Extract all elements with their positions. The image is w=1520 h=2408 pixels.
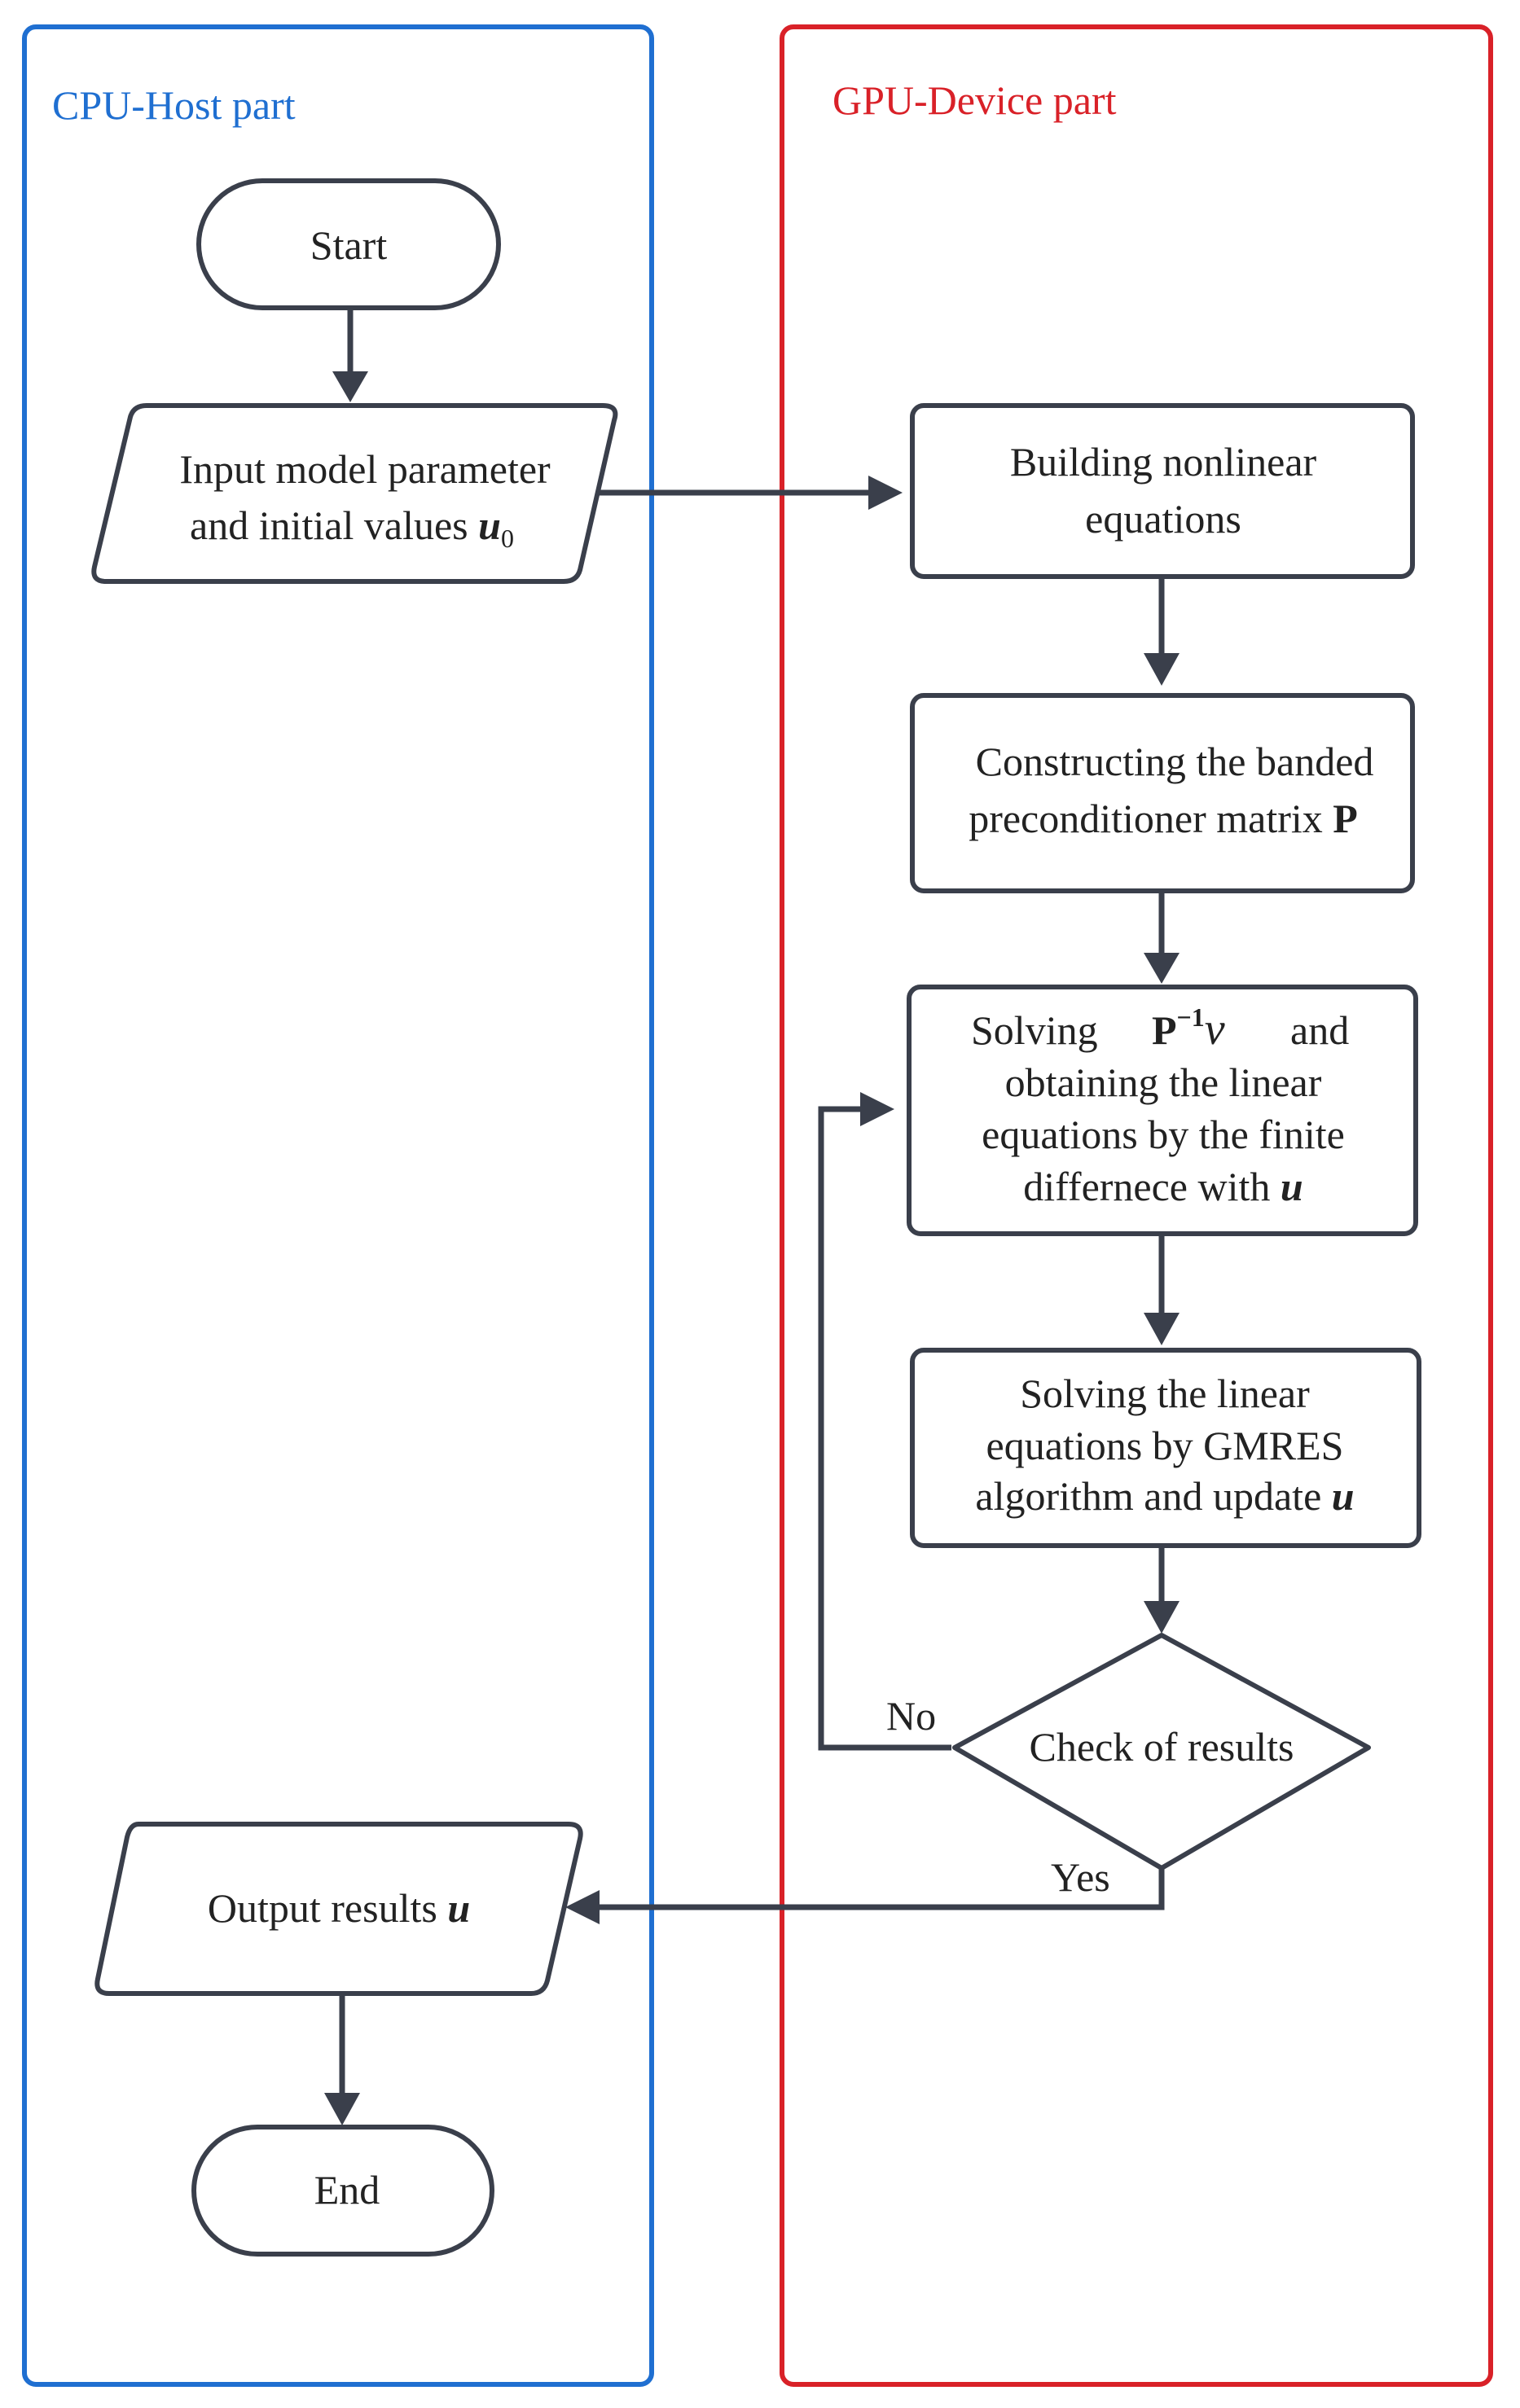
build-node bbox=[910, 403, 1415, 579]
check-node bbox=[952, 1633, 1371, 1871]
end-node bbox=[191, 2125, 494, 2257]
cpu-lane-title: CPU-Host part bbox=[52, 82, 296, 128]
cpu-lane bbox=[22, 24, 654, 2387]
start-label: Start bbox=[310, 222, 388, 268]
check-label: Check of results bbox=[1030, 1724, 1294, 1770]
solve-p-node bbox=[907, 985, 1418, 1236]
arrowhead-yes-output bbox=[565, 1890, 600, 1924]
gmres-label-line1: Solving the linear bbox=[1020, 1371, 1310, 1416]
no-label: No bbox=[886, 1693, 936, 1739]
output-label: Output results u bbox=[208, 1885, 470, 1931]
arrowheads bbox=[324, 371, 1180, 2125]
solve-p-label-line3: equations by the finite bbox=[982, 1112, 1345, 1157]
end-label: End bbox=[314, 2167, 380, 2213]
precond-label-line2: preconditioner matrix P bbox=[969, 796, 1358, 841]
arrowhead-input-build bbox=[868, 476, 903, 510]
gmres-label-line2: equations by GMRES bbox=[986, 1423, 1344, 1468]
edge-check-no-loop bbox=[818, 1106, 951, 1751]
gmres-label-line3: algorithm and update u bbox=[975, 1473, 1354, 1519]
arrowhead-gmres-check bbox=[1144, 1601, 1180, 1634]
yes-label: Yes bbox=[1051, 1854, 1110, 1900]
solve-p-label-line4: differnece with u bbox=[1023, 1164, 1303, 1209]
input-label-line1: Input model parameter bbox=[179, 446, 551, 492]
arrowhead-start-input bbox=[332, 371, 368, 402]
build-label-line1: Building nonlinear bbox=[1010, 439, 1317, 485]
output-node bbox=[94, 1822, 583, 1996]
input-node bbox=[91, 403, 618, 584]
build-label-line2: equations bbox=[1085, 496, 1241, 542]
solve-p-label-line2: obtaining the linear bbox=[1005, 1059, 1322, 1105]
edge-check-yes-output bbox=[595, 1868, 1165, 1910]
gpu-lane-title: GPU-Device part bbox=[832, 77, 1117, 123]
arrowhead-output-end bbox=[324, 2093, 360, 2125]
precond-label-line1: Constructing the banded bbox=[976, 739, 1374, 784]
precond-node bbox=[910, 693, 1415, 893]
start-node bbox=[196, 178, 501, 310]
gpu-lane bbox=[780, 24, 1493, 2387]
arrowhead-precond-solve bbox=[1144, 953, 1180, 984]
gmres-node bbox=[910, 1348, 1421, 1548]
arrowhead-build-precond bbox=[1144, 653, 1180, 686]
arrowhead-no-loop bbox=[860, 1092, 894, 1126]
input-label-line2: and initial values u0 bbox=[190, 502, 514, 553]
arrowhead-solve-gmres bbox=[1144, 1313, 1180, 1345]
connectors bbox=[339, 308, 1165, 2098]
